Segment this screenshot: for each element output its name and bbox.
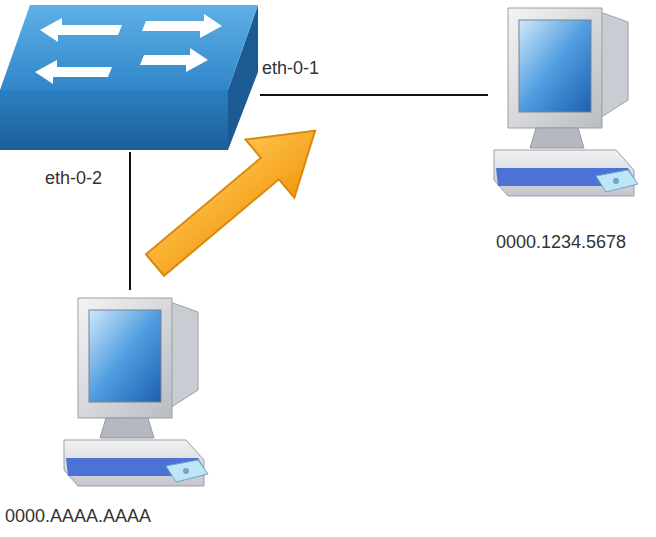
switch-arrow <box>35 60 112 84</box>
network-cable <box>260 94 488 96</box>
switch-arrow <box>40 18 122 42</box>
port-label: eth-0-2 <box>45 168 102 190</box>
host-computer: 0000.AAAA.AAAA <box>0 290 230 530</box>
switch-arrow <box>142 14 222 38</box>
switch-front <box>0 90 228 150</box>
mac-address: 0000.1234.5678 <box>496 232 626 254</box>
host-computer: 0000.1234.5678 <box>488 0 643 260</box>
mac-address: 0000.AAAA.AAAA <box>5 506 151 528</box>
switch-symbol <box>0 5 258 150</box>
network-switch: eth-0-1eth-0-2 <box>0 0 260 152</box>
switch-side <box>228 5 258 150</box>
port-label: eth-0-1 <box>262 58 319 80</box>
network-cable <box>129 152 131 290</box>
switch-top <box>0 5 258 90</box>
flow-arrow <box>131 102 340 295</box>
computer-symbol <box>494 8 638 196</box>
computer-symbol <box>64 298 208 486</box>
switch-arrow <box>140 48 208 72</box>
